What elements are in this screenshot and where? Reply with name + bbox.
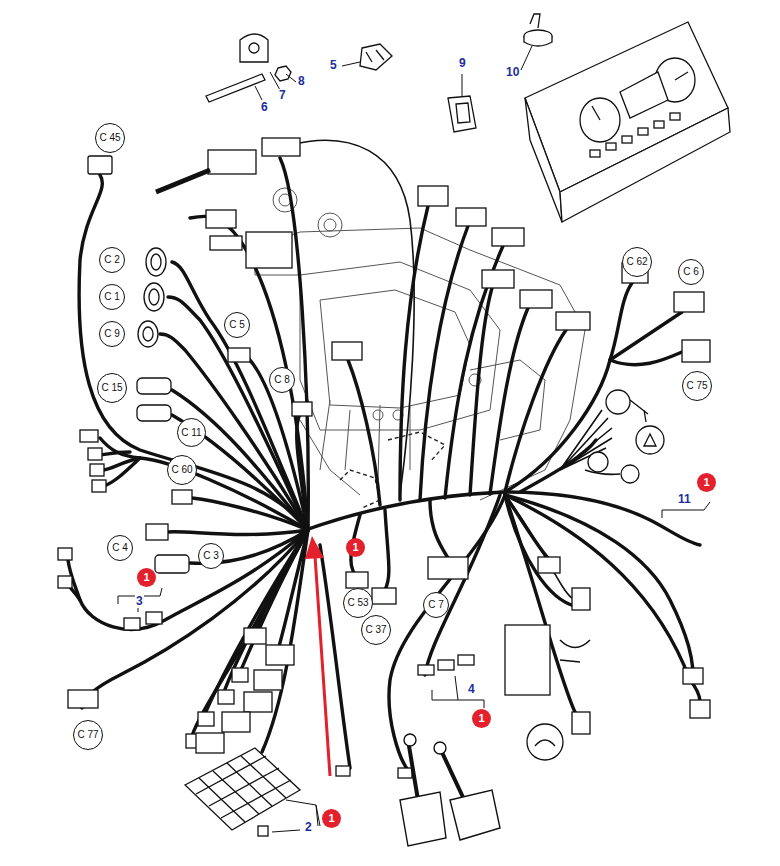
connector-ref: C 75: [682, 371, 712, 401]
instrument-cluster: [525, 22, 730, 222]
callout-number: 7: [278, 89, 287, 102]
connector-ref: C 37: [361, 615, 391, 645]
callout-number: 1: [703, 477, 709, 488]
connector-code: C 8: [274, 375, 290, 385]
connector-code: C 5: [229, 320, 245, 330]
thin-wires: [290, 140, 620, 662]
connector-ref: C 5: [224, 312, 250, 338]
leader-lines: [118, 46, 710, 832]
connector-code: C 6: [683, 267, 699, 277]
pedals: [400, 734, 500, 846]
connector-code: C 45: [99, 133, 120, 143]
connector-code: C 9: [104, 329, 120, 339]
callout-number: 2: [304, 821, 313, 834]
connector-code: C 60: [171, 465, 192, 475]
connector-code: C 37: [365, 625, 386, 635]
wiring-harness: [66, 158, 700, 770]
connector-ref: C 1: [99, 284, 125, 310]
connector-code: C 1: [104, 292, 120, 302]
callout-number: 1: [143, 572, 149, 583]
callout-badge: 1: [697, 473, 716, 492]
loose-parts: [206, 14, 552, 132]
connector-code: C 53: [347, 598, 368, 608]
callout-number: 1: [478, 713, 484, 724]
connector-ref: C 15: [97, 373, 127, 403]
connector-code: C 75: [686, 381, 707, 391]
connector-ref: C 77: [73, 720, 103, 750]
callout-number: 9: [458, 57, 467, 70]
connector-ref: C 4: [107, 535, 133, 561]
connectors: [58, 138, 710, 778]
connector-code: C 11: [181, 428, 201, 438]
connector-ref: C 60: [167, 455, 197, 485]
callout-number: 10: [505, 66, 520, 79]
connector-ref: C 3: [198, 543, 224, 569]
callout-badge: 1: [472, 709, 491, 728]
callout-badge: 1: [346, 538, 365, 557]
connector-ref: C 7: [423, 592, 449, 618]
connector-code: C 3: [203, 551, 219, 561]
callout-number: 8: [297, 75, 306, 88]
callout-badge: 1: [322, 809, 341, 828]
callout-number: 1: [328, 813, 334, 824]
connector-ref: C 6: [678, 259, 704, 285]
fuse-box: [185, 748, 300, 836]
callout-number: 1: [352, 542, 358, 553]
pointer-arrow: [305, 536, 330, 776]
connector-code: C 62: [626, 257, 647, 267]
connector-ref: C 45: [95, 123, 125, 153]
dashed-outline: [340, 470, 380, 508]
callout-number: 3: [135, 595, 144, 608]
connector-code: C 4: [112, 543, 128, 553]
connector-ref: C 8: [269, 367, 295, 393]
connector-code: C 77: [77, 730, 98, 740]
connector-code: C 15: [101, 383, 122, 393]
callout-number: 11: [677, 493, 692, 506]
connector-code: C 2: [104, 255, 120, 265]
callout-number: 5: [329, 59, 338, 72]
connector-ref: C 9: [99, 321, 125, 347]
connector-code: C 7: [428, 600, 444, 610]
callout-number: 4: [467, 683, 476, 696]
connector-ref: C 2: [99, 247, 125, 273]
dashed-outline: [388, 432, 445, 462]
callout-badge: 1: [137, 568, 156, 587]
callout-number: 6: [260, 101, 269, 114]
connector-ref: C 53: [343, 588, 373, 618]
connector-ref: C 11: [177, 418, 206, 447]
connector-ref: C 62: [622, 247, 652, 277]
